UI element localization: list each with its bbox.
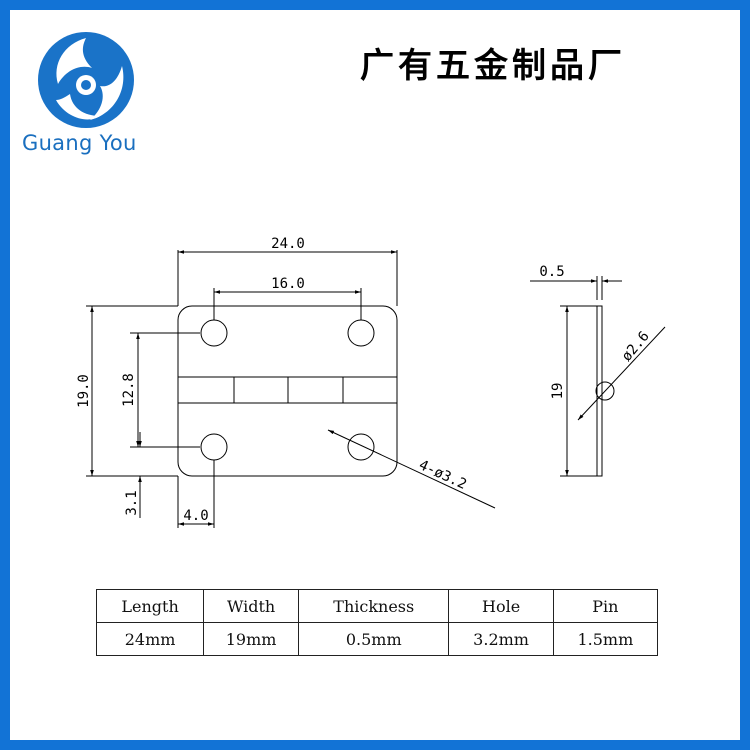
dim-thickness: 0.5	[539, 264, 564, 280]
dim-hole-edge-offset-horizontal: 4.0	[183, 508, 208, 524]
spec-value-cell: 19mm	[203, 622, 300, 656]
logo-swirl-icon	[38, 32, 134, 128]
company-title: 广有五金制品厂	[360, 46, 626, 86]
spec-table-header-row: Length Width Thickness Hole Pin	[95, 589, 659, 623]
spec-value-cell: 24mm	[95, 622, 205, 656]
brand-name: Guang You	[22, 131, 137, 155]
spec-value-cell: 0.5mm	[298, 622, 450, 656]
pin-circle	[595, 381, 615, 401]
mounting-hole	[347, 433, 375, 461]
dim-overall-width: 19.0	[76, 374, 92, 408]
spec-header-cell: Thickness	[298, 589, 450, 623]
spec-header-cell: Width	[203, 589, 300, 623]
mounting-hole	[200, 319, 228, 347]
dim-overall-length: 24.0	[271, 236, 305, 252]
pin-diameter-callout: ø2.6	[619, 328, 653, 364]
hinge-plate-outline	[177, 305, 398, 477]
spec-header-cell: Length	[95, 589, 205, 623]
spec-table-value-row: 24mm 19mm 0.5mm 3.2mm 1.5mm	[95, 622, 659, 656]
spec-value-cell: 1.5mm	[552, 622, 659, 656]
front-view	[86, 250, 496, 528]
dim-hole-spacing-vertical: 12.8	[121, 373, 137, 407]
spec-value-cell: 3.2mm	[448, 622, 554, 656]
dim-hole-edge-offset-vertical: 3.1	[124, 490, 140, 515]
dim-hole-spacing-horizontal: 16.0	[271, 276, 305, 292]
brand-logo	[36, 30, 136, 130]
plate-edge	[596, 305, 603, 477]
mounting-hole	[200, 433, 228, 461]
spec-header-cell: Hole	[448, 589, 554, 623]
hole-callout: 4-ø3.2	[416, 457, 469, 493]
mounting-hole	[347, 319, 375, 347]
spec-table: Length Width Thickness Hole Pin 24mm 19m…	[95, 589, 659, 656]
spec-header-cell: Pin	[552, 589, 659, 623]
side-view	[530, 276, 666, 477]
dim-side-width: 19	[550, 383, 566, 400]
